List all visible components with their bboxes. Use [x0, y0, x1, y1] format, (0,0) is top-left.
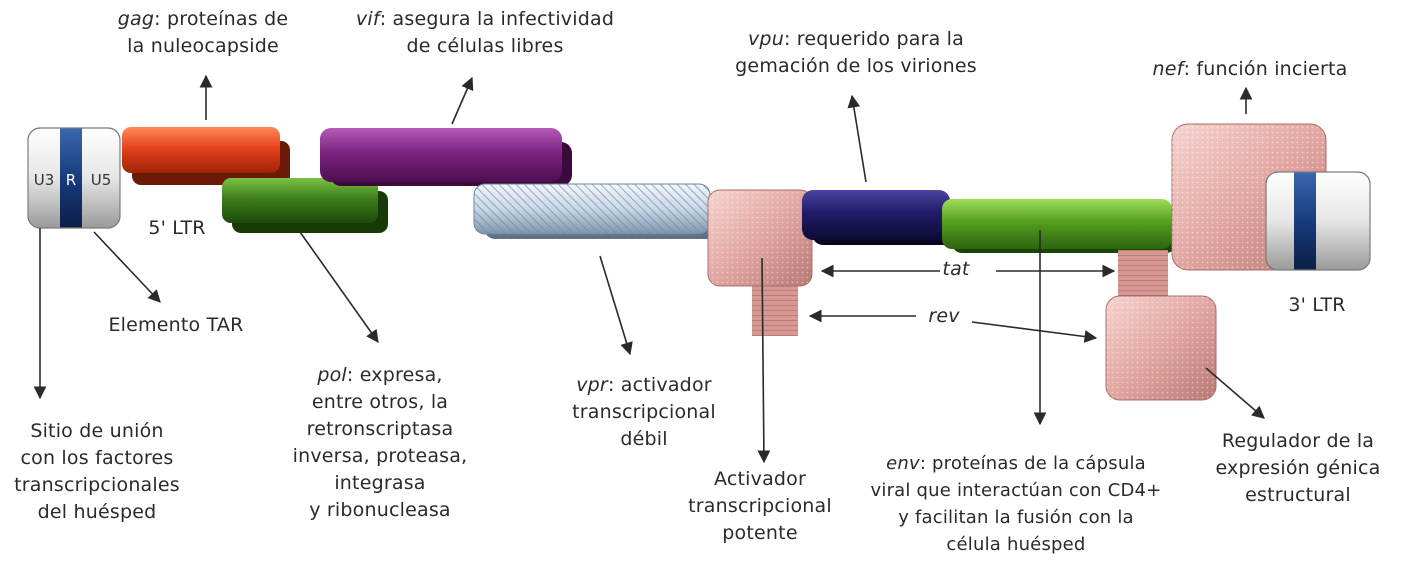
- tar-label: Elemento TAR: [88, 312, 264, 339]
- ltr-3-block: [1266, 172, 1370, 270]
- rev-arrow-right: [972, 322, 1096, 338]
- vif-gene-block: [320, 128, 572, 186]
- pol-arrow: [300, 232, 378, 342]
- tat-activator-label: Activador transcripcional potente: [660, 466, 860, 547]
- vpr-arrow: [600, 256, 630, 354]
- ltr5-label: 5' LTR: [140, 215, 214, 242]
- ltr-u3-label: U3: [34, 171, 55, 189]
- rev-regulator-label: Regulador de la expresión génica estruct…: [1198, 428, 1398, 509]
- vpu-arrow: [852, 96, 866, 182]
- vif-label: vif: asegura la infectividad de células …: [330, 6, 640, 60]
- env-label: env: proteínas de la cápsula viral que i…: [846, 450, 1186, 558]
- env-gene-block: [942, 199, 1176, 253]
- pol-label: pol: expresa, entre otros, la retronscri…: [282, 362, 478, 524]
- vif-arrow: [452, 78, 472, 124]
- rev-label: rev: [918, 303, 970, 330]
- binding-site-label: Sitio de unión con los factores transcri…: [0, 418, 194, 526]
- nef-label: nef: función incierta: [1130, 56, 1370, 83]
- gag-label: gag: proteínas de la nuleocapside: [98, 6, 308, 60]
- tat-exon1-block: [708, 190, 812, 336]
- ltr-u5-label: U5: [91, 171, 112, 189]
- vpu-gene-block: [802, 190, 956, 245]
- gag-gene-block: [122, 127, 290, 185]
- vpu-label: vpu: requerido para la gemación de los v…: [718, 26, 994, 80]
- pol-gene-block: [222, 178, 388, 233]
- vpr-gene-block: [474, 184, 720, 239]
- ltr-r-label: R: [66, 171, 76, 189]
- tar-arrow: [94, 232, 160, 302]
- vpr-label: vpr: activador transcripcional débil: [546, 372, 742, 453]
- ltr3-label: 3' LTR: [1280, 292, 1354, 319]
- rev-exon2-block: [1106, 250, 1216, 400]
- tat-label: tat: [921, 256, 991, 283]
